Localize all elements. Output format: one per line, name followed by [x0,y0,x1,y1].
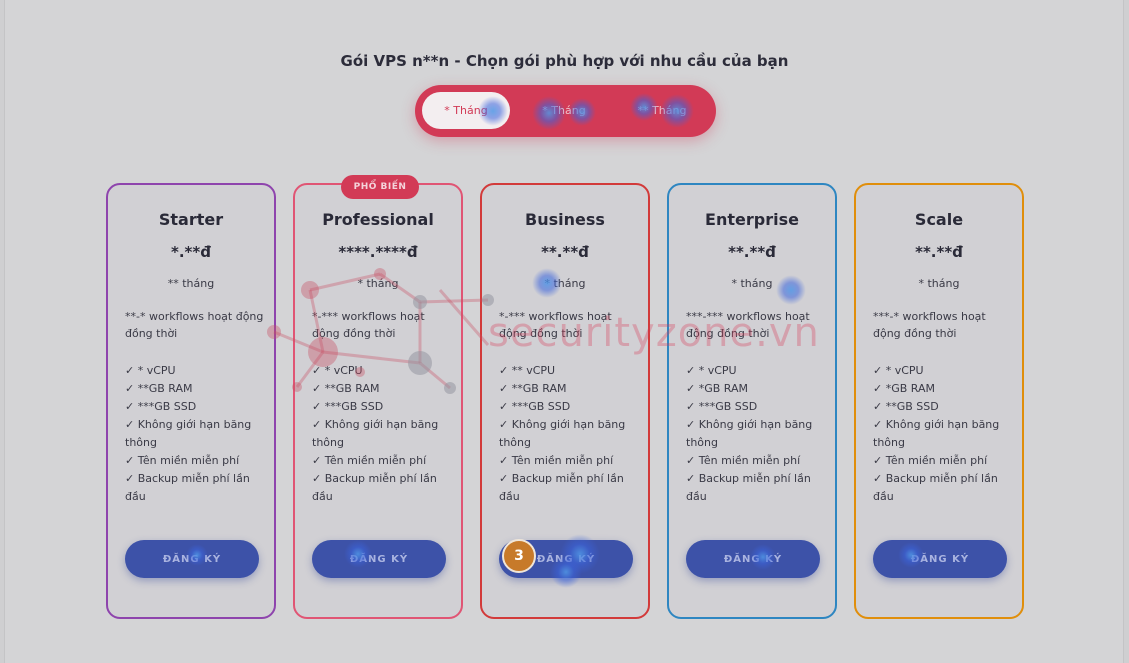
plan-name: Starter [158,210,224,229]
feature-item: ✓ * vCPU [873,364,924,377]
plan-price: ****.****đ [338,243,418,261]
period-option[interactable]: ** Tháng [637,104,687,117]
plan-price: *.**đ [171,243,211,261]
step-marker: 3 [502,539,536,573]
plan-name: Business [525,210,605,229]
plan-description: **-* workflows hoạt động đồng thời [125,310,264,340]
plan-name: Scale [914,210,964,229]
feature-item: ✓ *GB RAM [873,382,935,395]
plan-period: ** tháng [167,277,215,290]
feature-item: ✓ Backup miễn phí lần đầu [312,472,437,503]
feature-item: ✓ ** vCPU [499,364,556,377]
plan-period: * tháng [731,277,773,290]
plan-card-professional: PHỔ BIẾN Professional ****.****đ * tháng… [293,175,463,619]
feature-item: ✓ Không giới hạn băng thông [873,418,1000,449]
plan-card-scale: Scale **.**đ * tháng ***-* workflows hoạ… [854,183,1024,619]
billing-period-toggle[interactable]: * Tháng * Tháng ** Tháng [415,85,716,137]
feature-item: ✓ Tên miền miễn phí [125,454,240,467]
feature-item: ✓ **GB SSD [873,400,939,413]
plan-period: * tháng [357,277,399,290]
feature-item: ✓ Tên miền miễn phí [499,454,614,467]
feature-item: ✓ * vCPU [686,364,737,377]
plan-description: ***-*** workflows hoạt động đồng thời [686,310,810,340]
plan-description: ***-* workflows hoạt động đồng thời [873,310,986,340]
feature-list: ✓ * vCPU ✓ *GB RAM ✓ **GB SSD ✓ Không gi… [873,362,1015,506]
feature-list: ✓ * vCPU ✓ **GB RAM ✓ ***GB SSD ✓ Không … [312,362,454,506]
plan-card-enterprise: Enterprise **.**đ * tháng ***-*** workfl… [667,183,837,619]
plan-name: Professional [322,210,434,229]
feature-item: ✓ Backup miễn phí lần đầu [499,472,624,503]
feature-item: ✓ Tên miền miễn phí [873,454,988,467]
feature-item: ✓ Backup miễn phí lần đầu [125,472,250,503]
signup-button[interactable]: ĐĂNG KÝ [686,540,820,578]
feature-item: ✓ ***GB SSD [125,400,197,413]
plan-price: **.**đ [541,243,589,261]
period-option[interactable]: * Tháng [542,104,586,117]
feature-item: ✓ ***GB SSD [312,400,384,413]
page-title: Gói VPS n**n - Chọn gói phù hợp với nhu … [340,52,789,70]
feature-list: ✓ ** vCPU ✓ **GB RAM ✓ ***GB SSD ✓ Không… [499,362,641,506]
plan-period: * tháng [918,277,960,290]
feature-item: ✓ Tên miền miễn phí [686,454,801,467]
feature-item: ✓ Backup miễn phí lần đầu [686,472,811,503]
plan-card-starter: Starter *.**đ ** tháng **-* workflows ho… [106,183,276,619]
plan-period: * tháng [544,277,586,290]
feature-item: ✓ **GB RAM [125,382,193,395]
plan-description: *-*** workflows hoạt động đồng thời [499,310,612,340]
feature-item: ✓ Tên miền miễn phí [312,454,427,467]
feature-item: ✓ Không giới hạn băng thông [312,418,439,449]
feature-item: ✓ * vCPU [125,364,176,377]
feature-item: ✓ *GB RAM [686,382,748,395]
signup-button[interactable]: ĐĂNG KÝ [312,540,446,578]
plan-description: *-*** workflows hoạt động đồng thời [312,310,425,340]
feature-item: ✓ Không giới hạn băng thông [499,418,626,449]
feature-list: ✓ * vCPU ✓ *GB RAM ✓ ***GB SSD ✓ Không g… [686,362,828,506]
popular-badge: PHỔ BIẾN [341,175,419,199]
feature-item: ✓ ***GB SSD [499,400,571,413]
feature-item: ✓ Không giới hạn băng thông [125,418,252,449]
feature-item: ✓ ***GB SSD [686,400,758,413]
feature-item: ✓ **GB RAM [499,382,567,395]
period-option[interactable]: * Tháng [422,92,510,129]
feature-item: ✓ * vCPU [312,364,363,377]
feature-item: ✓ Backup miễn phí lần đầu [873,472,998,503]
plan-price: **.**đ [728,243,776,261]
feature-item: ✓ **GB RAM [312,382,380,395]
signup-button[interactable]: ĐĂNG KÝ [873,540,1007,578]
signup-button[interactable]: ĐĂNG KÝ [125,540,259,578]
feature-list: ✓ * vCPU ✓ **GB RAM ✓ ***GB SSD ✓ Không … [125,362,267,506]
plan-name: Enterprise [705,210,799,229]
plan-price: **.**đ [915,243,963,261]
feature-item: ✓ Không giới hạn băng thông [686,418,813,449]
